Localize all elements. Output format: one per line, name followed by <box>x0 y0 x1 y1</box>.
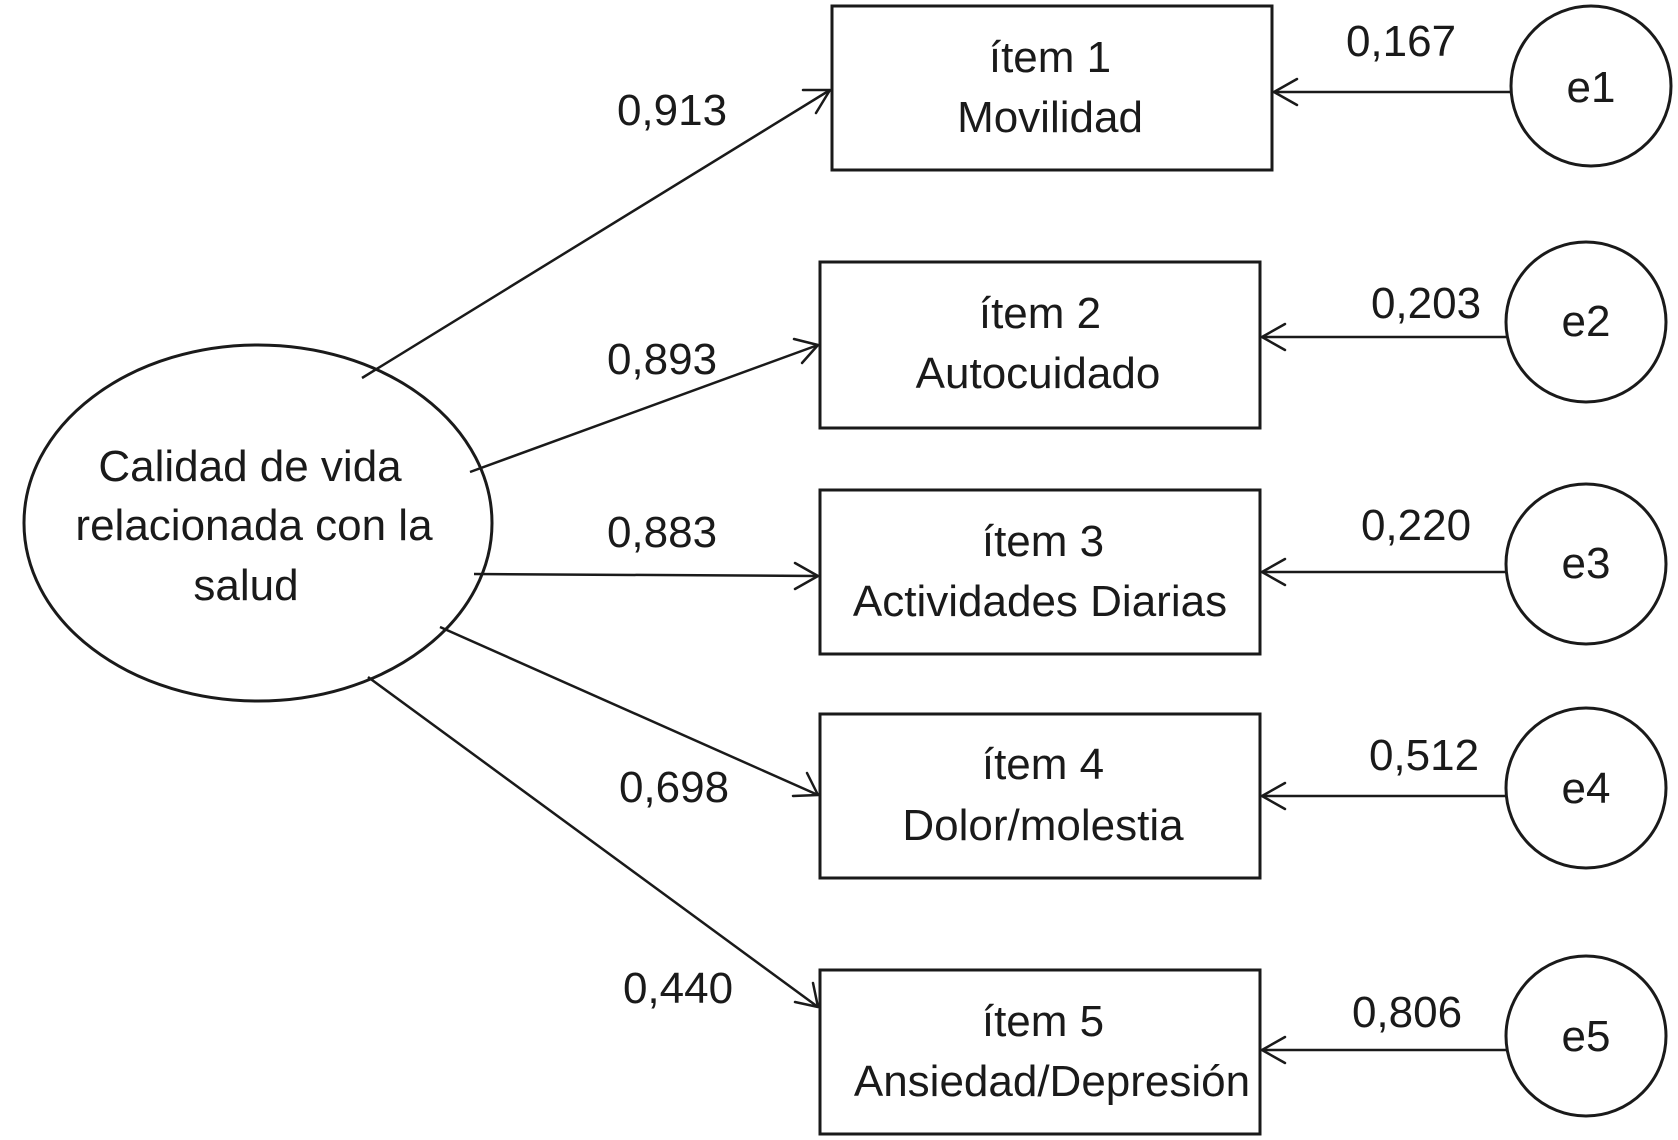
loading-path-5: 0,440 <box>367 675 820 1013</box>
error-4-circle <box>1504 706 1668 870</box>
item-5-title: ítem 5 <box>982 997 1104 1046</box>
item-2-title: ítem 2 <box>979 289 1101 338</box>
error-2-circle <box>1504 240 1668 404</box>
loading-2-value: 0,893 <box>607 335 717 384</box>
error-4-value: 0,512 <box>1369 731 1479 780</box>
latent-factor-label-line-3: salud <box>193 561 298 610</box>
latent-factor-label-line-1: Calidad de vida <box>98 442 402 491</box>
item-2-box <box>818 260 1262 430</box>
error-2-value: 0,203 <box>1371 279 1481 328</box>
error-3-circle <box>1504 482 1668 646</box>
item-4-box <box>818 712 1262 880</box>
loading-path-4: 0,698 <box>439 625 820 812</box>
loading-path-3: 0,883 <box>473 508 820 591</box>
latent-factor: Calidad de vida relacionada con la salud <box>22 343 494 703</box>
error-3-label: e3 <box>1562 539 1611 588</box>
error-1-value: 0,167 <box>1346 17 1456 66</box>
error-2: e2 0,203 <box>1260 240 1668 404</box>
error-1-label: e1 <box>1567 63 1616 112</box>
item-4-title: ítem 4 <box>982 740 1104 789</box>
item-5-box <box>818 968 1262 1136</box>
loading-5-value: 0,440 <box>623 964 733 1013</box>
item-3-box <box>818 488 1262 656</box>
item-2-name: Autocuidado <box>916 349 1161 398</box>
item-1-title: ítem 1 <box>989 33 1111 82</box>
error-5: e5 0,806 <box>1260 954 1668 1118</box>
item-1-name: Movilidad <box>957 93 1143 142</box>
latent-factor-label-line-2: relacionada con la <box>75 501 433 550</box>
item-5: ítem 5 Ansiedad/Depresión <box>818 968 1262 1136</box>
loading-3-value: 0,883 <box>607 508 717 557</box>
loading-path-1: 0,913 <box>361 86 832 380</box>
item-3-title: ítem 3 <box>982 517 1104 566</box>
item-1: ítem 1 Movilidad <box>830 4 1274 172</box>
item-3-name: Actividades Diarias <box>853 577 1227 626</box>
error-5-circle <box>1504 954 1668 1118</box>
item-1-box <box>830 4 1274 172</box>
error-3: e3 0,220 <box>1260 482 1668 646</box>
error-1: e1 0,167 <box>1272 4 1673 168</box>
error-5-label: e5 <box>1562 1012 1611 1061</box>
item-4-name: Dolor/molestia <box>902 801 1184 850</box>
error-3-value: 0,220 <box>1361 501 1471 550</box>
error-4: e4 0,512 <box>1260 706 1668 870</box>
item-3: ítem 3 Actividades Diarias <box>818 488 1262 656</box>
loading-path-2: 0,893 <box>469 335 820 474</box>
loading-4-value: 0,698 <box>619 763 729 812</box>
latent-factor-ellipse <box>22 343 494 703</box>
error-5-value: 0,806 <box>1352 988 1462 1037</box>
loading-1-value: 0,913 <box>617 86 727 135</box>
error-1-circle <box>1509 4 1673 168</box>
error-2-label: e2 <box>1562 297 1611 346</box>
error-4-label: e4 <box>1562 764 1611 813</box>
item-5-name: Ansiedad/Depresión <box>854 1057 1250 1106</box>
item-2: ítem 2 Autocuidado <box>818 260 1262 430</box>
item-4: ítem 4 Dolor/molestia <box>818 712 1262 880</box>
